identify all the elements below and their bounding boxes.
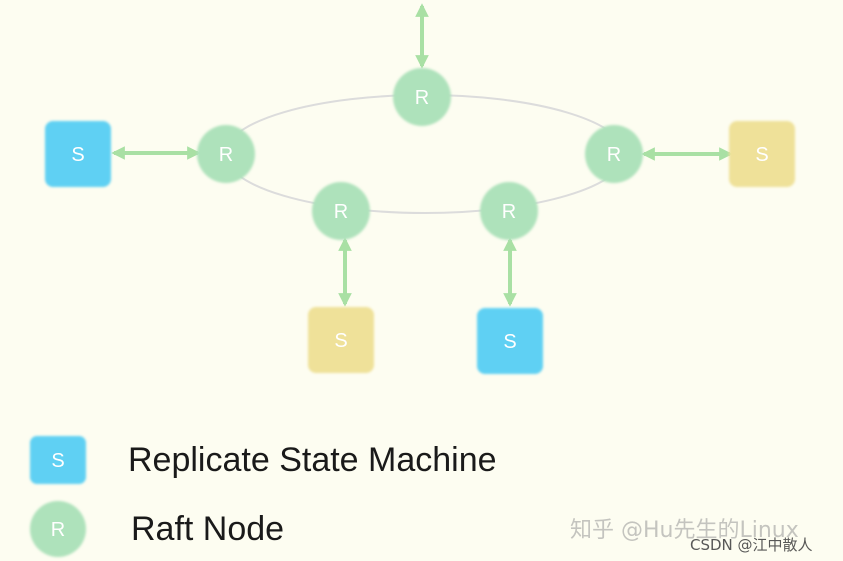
raft-node-bottom-left: R (312, 182, 370, 240)
svg-text:R: R (334, 201, 348, 223)
state-machine-bottom-right: S (477, 308, 543, 374)
legend-raft-node-icon: R (30, 501, 86, 557)
watermark-csdn: CSDN @江中散人 (690, 536, 813, 554)
state-machine-left: S (45, 121, 111, 187)
svg-text:R: R (502, 201, 516, 223)
raft-node-top: R (393, 68, 451, 126)
legend-state-machine-icon: S (30, 436, 86, 484)
raft-node-bottom-right: R (480, 182, 538, 240)
svg-text:R: R (607, 144, 621, 166)
svg-text:S: S (334, 330, 347, 352)
legend-raft-node-label: Raft Node (131, 510, 285, 548)
watermark-zhihu: 知乎 @Hu先生的Linux (570, 518, 799, 543)
svg-text:S: S (71, 144, 84, 166)
svg-text:S: S (51, 450, 64, 472)
state-machine-bottom-left: S (308, 307, 374, 373)
svg-text:R: R (415, 87, 429, 109)
raft-node-left: R (197, 125, 255, 183)
raft-node-right: R (585, 125, 643, 183)
svg-text:R: R (51, 519, 65, 541)
svg-text:R: R (219, 144, 233, 166)
svg-text:S: S (503, 331, 516, 353)
state-machine-right: S (729, 121, 795, 187)
legend-state-machine-label: Replicate State Machine (128, 441, 497, 479)
svg-text:S: S (755, 144, 768, 166)
